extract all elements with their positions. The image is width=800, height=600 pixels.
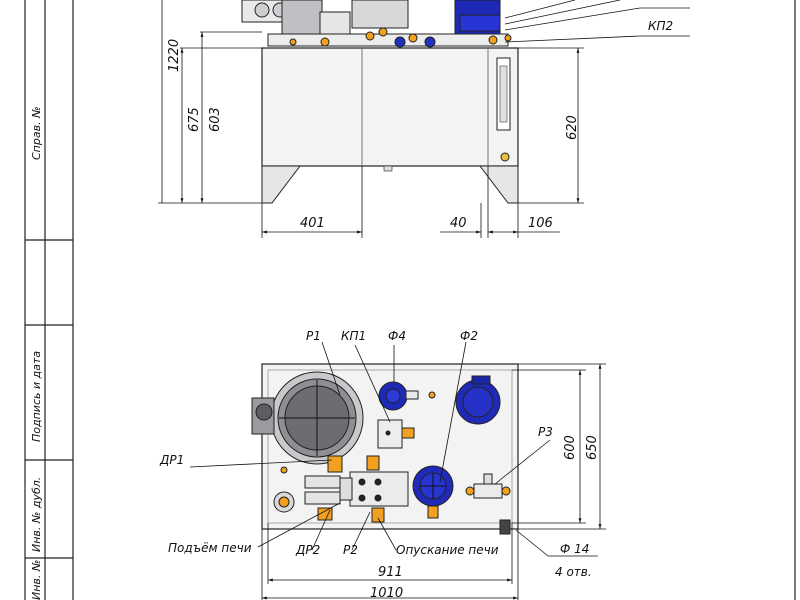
dim-1220: 1220: [167, 39, 182, 72]
dim-40: 40: [450, 216, 467, 231]
front-dim-lines: [158, 0, 584, 238]
filter-f2-lower: [412, 465, 454, 519]
dim-650: 650: [585, 435, 600, 460]
drain-plug: [500, 152, 510, 162]
front-tank: [261, 47, 519, 167]
front-leaders: [504, 0, 690, 43]
stamp-cell-ref-no: Справ. №: [30, 106, 43, 160]
drawing-frame: [24, 0, 796, 600]
dim-hole-diameter: Ф 14: [560, 542, 589, 556]
label-dr2: ДР2: [295, 543, 320, 557]
label-lift: Подъём печи: [168, 541, 252, 555]
label-f4: Ф4: [388, 329, 406, 343]
filter-f2: [455, 375, 501, 425]
dim-603: 603: [208, 107, 223, 132]
top-view: Р1 КП1 Ф4 Ф2 ДР1 Р3 Подъём печи ДР2 Р2 О…: [159, 329, 606, 600]
label-kp2: КП2: [648, 19, 673, 33]
filter-f4: [378, 381, 436, 411]
drain-port: [383, 165, 393, 172]
stamp-cell-signature-date: Подпись и дата: [30, 351, 43, 442]
label-f2: Ф2: [460, 329, 478, 343]
title-stamp: Справ. № Подпись и дата Инв. № дубл. Инв…: [30, 106, 43, 600]
valve-kp1: [377, 419, 415, 449]
stamp-cell-inv-no: Инв. №: [30, 560, 43, 600]
label-lower: Опускание печи: [396, 543, 499, 557]
dim-911: 911: [378, 565, 403, 580]
stamp-cell-dup-inv-no: Инв. № дубл.: [30, 477, 43, 552]
label-kp1: КП1: [341, 329, 366, 343]
dim-600: 600: [563, 435, 578, 460]
dim-hole-count: 4 отв.: [555, 565, 592, 579]
dim-620: 620: [565, 115, 580, 140]
label-p2: Р2: [343, 543, 358, 557]
front-view: КП2: [158, 0, 690, 238]
pump-p1: [251, 371, 364, 465]
top-dim-lines: [261, 363, 606, 600]
dim-675: 675: [187, 107, 202, 132]
level-gauge-window: [499, 65, 508, 123]
dim-106: 106: [528, 216, 553, 231]
dim-1010: 1010: [370, 586, 403, 600]
label-dr1: ДР1: [159, 453, 184, 467]
dim-401: 401: [300, 216, 325, 231]
label-p1: Р1: [306, 329, 321, 343]
label-p3: Р3: [538, 425, 553, 439]
top-tank-inner: [267, 369, 513, 524]
top-leaders: [189, 341, 598, 557]
valve-manifold: [273, 455, 409, 523]
front-top-equipment: [241, 0, 512, 48]
front-legs: [261, 165, 519, 204]
valve-p3: [465, 473, 511, 535]
